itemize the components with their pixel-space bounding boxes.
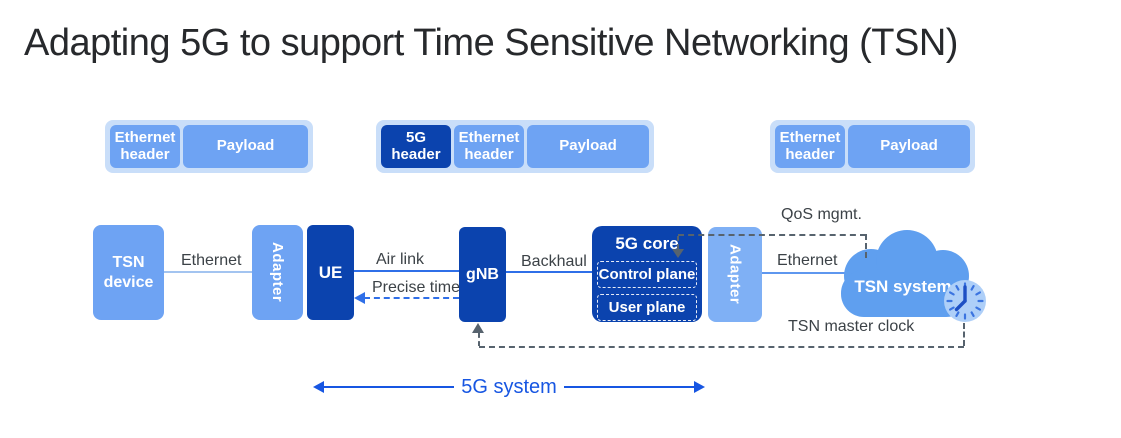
qos-dashed-line-right-drop (865, 234, 867, 258)
span-line-right (563, 386, 695, 388)
packet-segment-ethernet-header: Ethernet header (775, 125, 845, 168)
link-label-qos-mgmt: QoS mgmt. (781, 206, 862, 223)
user-plane-box: User plane (597, 294, 697, 321)
span-arrowhead-left-icon (313, 381, 324, 393)
qos-dashed-line-horizontal (678, 234, 866, 236)
packet-ethernet-frame-left: Ethernet header Payload (105, 120, 313, 173)
ethernet-link-line-left (160, 271, 255, 273)
packet-segment-ethernet-header: Ethernet header (110, 125, 180, 168)
link-label-ethernet-right: Ethernet (777, 252, 838, 269)
packet-segment-5g-header: 5G header (381, 125, 451, 168)
packet-segment-ethernet-header: Ethernet header (454, 125, 524, 168)
span-arrowhead-right-icon (694, 381, 706, 393)
packet-ethernet-frame-right: Ethernet header Payload (770, 120, 975, 173)
span-line-left (324, 386, 455, 388)
5g-system-span: 5G system (313, 375, 706, 398)
node-adapter-right: Adapter (708, 227, 762, 322)
node-ue: UE (307, 225, 354, 320)
master-clock-dashed-horizontal (479, 346, 964, 348)
qos-arrowhead-down-icon (672, 249, 684, 258)
5g-core-title: 5G core (615, 234, 679, 253)
precise-time-arrowhead-icon (354, 292, 365, 304)
control-plane-box: Control plane (597, 261, 697, 288)
link-label-backhaul: Backhaul (521, 253, 587, 270)
link-label-ethernet-left: Ethernet (181, 252, 242, 269)
packet-5g-frame-middle: 5G header Ethernet header Payload (376, 120, 654, 173)
node-tsn-device: TSN device (93, 225, 164, 320)
5g-system-label: 5G system (461, 375, 557, 398)
backhaul-line (504, 271, 594, 273)
air-link-line (352, 270, 462, 272)
packet-segment-payload: Payload (183, 125, 308, 168)
master-clock-arrowhead-up-icon (472, 323, 484, 333)
qos-dashed-line-left-drop (677, 236, 679, 249)
clock-icon (941, 277, 989, 325)
node-5g-core: 5G core Control plane User plane (592, 226, 702, 322)
master-clock-dashed-left-rise (478, 333, 480, 346)
link-label-tsn-master-clock: TSN master clock (788, 318, 915, 335)
link-label-air-link: Air link (376, 251, 425, 268)
link-label-precise-time: Precise time (372, 279, 461, 296)
packet-segment-payload: Payload (848, 125, 970, 168)
packet-segment-payload: Payload (527, 125, 649, 168)
ethernet-link-line-right (760, 272, 845, 274)
page-title: Adapting 5G to support Time Sensitive Ne… (24, 22, 958, 64)
node-adapter-left: Adapter (252, 225, 303, 320)
master-clock-dashed-right-drop (963, 323, 965, 346)
node-tsn-system: TSN system (854, 277, 952, 296)
node-gnb: gNB (459, 227, 506, 322)
precise-time-dashed-line (364, 297, 459, 299)
